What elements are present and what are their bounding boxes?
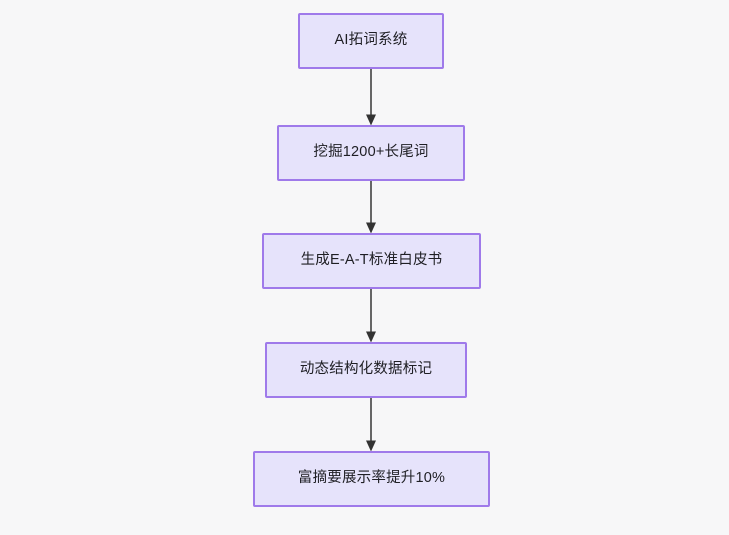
flow-node-dynamic-structured-data-markup[interactable]: 动态结构化数据标记 [265, 342, 467, 398]
flow-node-mine-longtail-keywords[interactable]: 挖掘1200+长尾词 [277, 125, 465, 181]
flow-node-ai-keyword-system[interactable]: AI拓词系统 [298, 13, 444, 69]
flow-node-generate-eat-whitepaper[interactable]: 生成E-A-T标准白皮书 [262, 233, 481, 289]
flow-node-label: 生成E-A-T标准白皮书 [300, 252, 443, 269]
flow-node-label: AI拓词系统 [334, 32, 408, 49]
flow-node-label: 富摘要展示率提升10% [297, 470, 446, 487]
flow-node-rich-snippet-rate-increase[interactable]: 富摘要展示率提升10% [253, 451, 490, 507]
flow-node-label: 动态结构化数据标记 [299, 361, 433, 378]
flow-node-label: 挖掘1200+长尾词 [313, 144, 429, 161]
